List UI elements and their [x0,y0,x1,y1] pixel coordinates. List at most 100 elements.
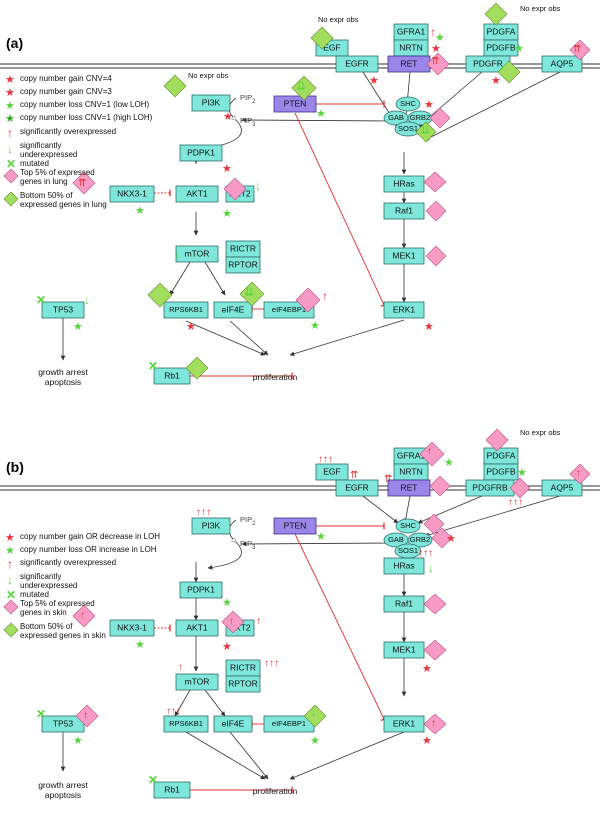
node-egfr[interactable]: EGFR [335,55,379,73]
pink-diamond-icon [426,52,450,76]
label-proliferation-a: proliferation [253,372,298,382]
node-eif4e[interactable]: eIF4E [213,301,253,319]
node-egfr[interactable]: EGFR [335,479,379,497]
green-star-icon: ★ [222,597,232,609]
node-hras[interactable]: HRas [383,175,425,193]
node-pi3k[interactable]: PI3K [191,517,231,535]
green-diamond-icon [185,356,209,380]
node-pi3k[interactable]: PI3K [191,94,231,112]
svg-text:SOS1: SOS1 [398,546,418,555]
label-no-expr-top-right: No expr obs [520,4,561,13]
node-rps6kb1[interactable]: RPS6KB1 [163,301,209,319]
pink-diamond-icon [569,463,591,485]
green-star-icon: ★ [5,545,15,557]
svg-text:PDGFA: PDGFA [487,450,516,460]
red-star-icon: ★ [223,111,233,123]
node-hras[interactable]: HRas [383,557,425,575]
node-rps6kb1[interactable]: RPS6KB1 [163,715,209,733]
node-tp53[interactable]: TP53 [41,715,85,733]
green-down-arrow-icon: ⇊ [244,285,254,299]
node-pdgfb[interactable]: PDGFB [483,463,519,481]
red-star-icon: ★ [431,43,441,55]
svg-text:PI3K: PI3K [202,97,221,107]
legend-a-item-1: copy number gain CNV=3 [20,87,112,96]
node-nrtn[interactable]: NRTN [393,463,429,481]
node-nrtn[interactable]: NRTN [393,39,429,57]
svg-text:PDGFRB: PDGFRB [472,482,508,492]
node-mek1[interactable]: MEK1 [383,641,425,659]
complex-shc-grb2[interactable]: SHC GAB GRB2 SOS1 [383,96,433,137]
legend-b-item-0: copy number gain OR decrease in LOH [20,532,160,541]
node-aqp5[interactable]: AQP5 [541,55,583,73]
red-star-icon: ★ [422,663,432,675]
complex-shc-grb2[interactable]: SHC GAB GRB2 SOS1 [383,518,433,559]
green-diamond-icon [239,281,265,307]
node-eif4ebp1[interactable]: eIF4EBP1 [263,301,315,319]
node-egf[interactable]: EGF [315,463,349,481]
pink-diamond-icon [429,107,451,129]
pink-diamond-icon [509,477,531,499]
node-raf1[interactable]: Raf1 [383,202,425,220]
red-up-arrow-icon: ↑ [256,616,261,627]
node-ret[interactable]: RET [387,479,431,497]
green-star-icon: ★ [73,735,83,747]
node-rictr[interactable]: RICTR [225,659,261,677]
pink-diamond-icon [3,168,19,184]
node-pdgfr[interactable]: PDGFR [465,55,511,73]
node-rb1[interactable]: Rb1 [153,367,191,385]
svg-text:eIF4E: eIF4E [222,304,245,314]
node-mtor[interactable]: mTOR [175,673,219,691]
svg-text:AQP5: AQP5 [551,482,574,492]
node-mtor[interactable]: mTOR [175,245,219,263]
green-star-icon: ★ [73,321,83,333]
node-pten[interactable]: PTEN [273,517,317,535]
red-up-arrow-icon: ⇈ [78,178,86,189]
green-star-icon: ★ [310,320,320,332]
node-erk1[interactable]: ERK1 [383,715,425,733]
svg-text:Rb1: Rb1 [164,784,180,794]
node-pten[interactable]: PTEN [273,95,317,113]
svg-text:mTOR: mTOR [185,676,210,686]
green-x-icon: ✕ [148,773,158,787]
node-erk1[interactable]: ERK1 [383,301,425,319]
node-gfra1[interactable]: GFRA1 [393,23,429,41]
svg-text:NKX3-1: NKX3-1 [117,622,147,632]
node-aqp5[interactable]: AQP5 [541,479,583,497]
node-akt1[interactable]: AKT1 [175,185,219,203]
node-nkx31[interactable]: NKX3-1 [109,619,155,637]
node-pdgfr[interactable]: PDGFRB [465,479,515,497]
pink-diamond-icon [425,200,447,222]
svg-text:AKT1: AKT1 [186,622,208,632]
node-akt1[interactable]: AKT1 [175,619,219,637]
red-up-arrow-icon: ↑ [576,468,581,479]
node-eif4ebp1[interactable]: eIF4EBP1 [263,715,315,733]
node-mek1[interactable]: MEK1 [383,247,425,265]
node-pdgfb[interactable]: PDGFB [483,39,519,57]
svg-text:GAB: GAB [388,113,404,122]
svg-text:Rb1: Rb1 [164,370,180,380]
node-pdgfa[interactable]: PDGFA [483,23,519,41]
node-raf1[interactable]: Raf1 [383,595,425,613]
green-star-icon: ★ [435,32,445,44]
pink-diamond-icon [423,513,445,535]
green-down-arrow-icon: ↓ [311,707,317,719]
label-no-expr-top-right: No expr obs [520,428,561,437]
green-down-arrow-icon: ↓ [84,293,90,307]
node-eif4e[interactable]: eIF4E [213,715,253,733]
node-pdgfa[interactable]: PDGFA [483,447,519,465]
node-tp53[interactable]: TP53 [41,301,85,319]
pink-diamond-icon [223,177,247,201]
node-pdpk1[interactable]: PDPK1 [179,581,223,599]
svg-text:PDGFA: PDGFA [487,26,516,36]
node-nkx31[interactable]: NKX3-1 [109,185,155,203]
node-rictr[interactable]: RICTR [225,240,261,258]
node-pdpk1[interactable]: PDPK1 [179,144,223,162]
green-down-arrow-icon: ⇊ [296,79,306,93]
node-ret[interactable]: RET [387,55,431,73]
green-diamond-icon [291,75,317,101]
node-rptor[interactable]: RPTOR [225,675,261,693]
node-rptor[interactable]: RPTOR [225,256,261,274]
legend-a-item-5: significantly underexpressed [20,141,78,159]
legend-b-item-6: Bottom 50% of expressed genes in skin [20,622,106,640]
node-rb1[interactable]: Rb1 [153,781,191,799]
